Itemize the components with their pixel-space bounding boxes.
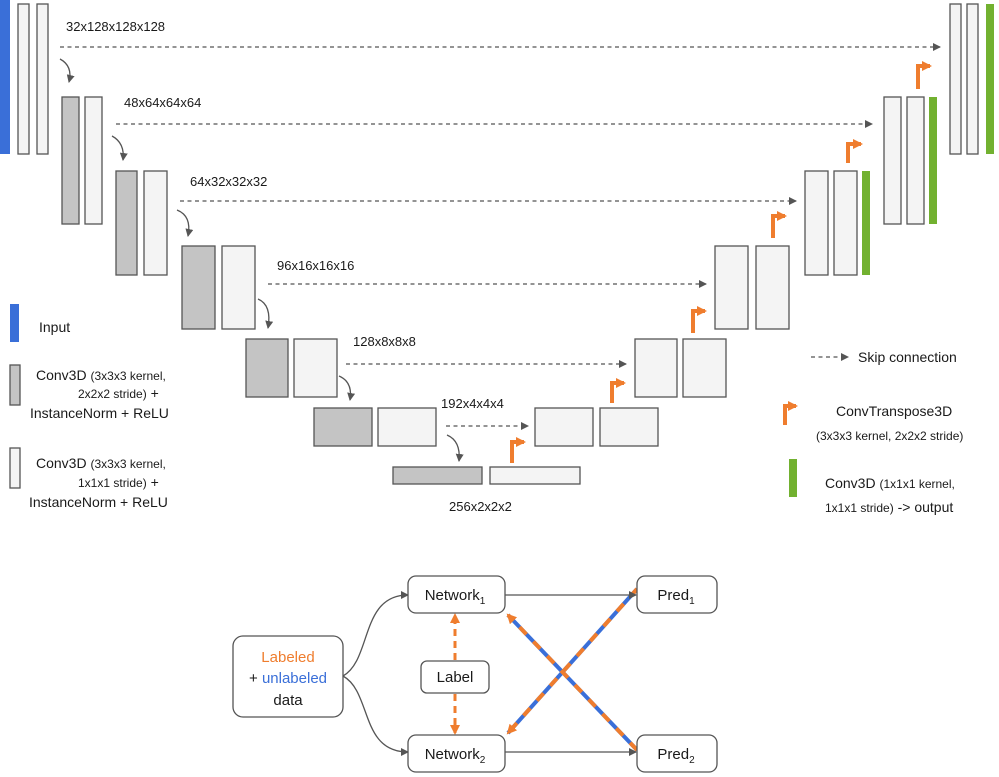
dec1-conv-b <box>966 3 979 155</box>
down-arrow-2 <box>111 135 128 161</box>
label-node-text: Label <box>437 669 474 686</box>
enc4-conv <box>221 245 256 330</box>
legend-input-swatch <box>10 304 19 342</box>
enc3-down <box>115 170 138 276</box>
dec6-conv-b <box>599 407 659 447</box>
dec1-output-conv <box>986 4 994 154</box>
enc1-conv-b <box>36 3 49 155</box>
down-arrow-5 <box>338 375 356 401</box>
legend-conv-output-line2: 1x1x1 stride) -> output <box>825 499 953 515</box>
enc2-conv <box>84 96 103 225</box>
legend-conv-stride2-line2: 2x2x2 stride) + <box>78 385 159 401</box>
legend-convtrans-detail: (3x3x3 kernel, 2x2x2 stride) <box>816 429 963 443</box>
dec4-conv-b <box>755 245 790 330</box>
legend-convtrans-swatch <box>783 401 798 425</box>
enc2-down <box>61 96 80 225</box>
enc6-conv <box>377 407 437 447</box>
data-node-unlabeled: + unlabeled <box>249 670 327 687</box>
down-arrow-1 <box>59 58 75 83</box>
upconv-arrow-2 <box>610 378 626 403</box>
enc4-down <box>181 245 216 330</box>
dec3-output-conv <box>862 171 870 275</box>
shape-label-256: 256x2x2x2 <box>449 499 512 514</box>
shape-label-48: 48x64x64x64 <box>124 95 201 110</box>
legend-convtrans-label: ConvTranspose3D <box>836 403 952 419</box>
shape-label-64: 64x32x32x32 <box>190 174 267 189</box>
bottleneck-down <box>392 466 483 485</box>
legend-conv-output-swatch <box>789 459 797 497</box>
legend-conv-stride2-line1: Conv3D (3x3x3 kernel, <box>36 367 166 383</box>
shape-label-128: 128x8x8x8 <box>353 334 416 349</box>
legend-conv-stride1-line1: Conv3D (3x3x3 kernel, <box>36 455 166 471</box>
data-to-network2-edge <box>342 675 409 756</box>
upconv-arrow-5 <box>846 139 863 163</box>
upconv-arrow-6 <box>916 61 932 89</box>
pred2-label: Pred2 <box>657 746 695 766</box>
data-node-labeled: Labeled <box>261 649 314 666</box>
enc5-down <box>245 338 289 398</box>
down-arrow-4 <box>257 298 274 329</box>
dec5-conv-b <box>682 338 727 398</box>
dec4-conv-a <box>714 245 749 330</box>
legend-conv-output-line1: Conv3D (1x1x1 kernel, <box>825 475 955 491</box>
legend-conv-stride2-swatch <box>9 364 21 406</box>
shape-label-192: 192x4x4x4 <box>441 396 504 411</box>
cross-links <box>506 587 639 752</box>
dec1-conv-a <box>949 3 962 155</box>
pred1-label: Pred1 <box>657 587 695 607</box>
dec6-conv-a <box>534 407 594 447</box>
network2-node <box>407 734 506 773</box>
dec3-conv-a <box>804 170 829 276</box>
dec5-conv-a <box>634 338 678 398</box>
down-arrow-6 <box>446 434 464 462</box>
input-block <box>0 0 10 154</box>
legend-input-label: Input <box>39 319 70 335</box>
shape-label-32: 32x128x128x128 <box>66 19 165 34</box>
network1-node <box>407 575 506 614</box>
enc3-conv <box>143 170 168 276</box>
pred1-node <box>636 575 718 614</box>
enc1-conv-a <box>17 3 30 155</box>
label-node <box>420 660 490 694</box>
upconv-arrow-4 <box>771 211 787 238</box>
dec2-conv-a <box>883 96 902 225</box>
network1-label: Network1 <box>425 587 486 607</box>
legend-conv-stride1-line2: 1x1x1 stride) + <box>78 474 159 490</box>
pred2-node <box>636 734 718 773</box>
enc6-down <box>313 407 373 447</box>
upconv-arrow-1 <box>510 437 526 463</box>
upconv-arrow-3 <box>691 306 707 333</box>
bottleneck-conv <box>489 466 581 485</box>
shape-label-96: 96x16x16x16 <box>277 258 354 273</box>
enc5-conv <box>293 338 338 398</box>
data-node <box>232 635 344 718</box>
legend-conv-stride1-swatch <box>9 447 21 489</box>
legend-skip-label: Skip connection <box>858 349 957 365</box>
network2-label: Network2 <box>425 746 486 766</box>
dec2-conv-b <box>906 96 925 225</box>
down-arrow-3 <box>176 209 194 237</box>
data-node-data: data <box>273 692 303 709</box>
data-to-network1-edge <box>342 591 409 677</box>
dec3-conv-b <box>833 170 858 276</box>
legend-conv-stride1-line3: InstanceNorm + ReLU <box>29 494 168 510</box>
dec2-output-conv <box>929 97 937 224</box>
legend-conv-stride2-line3: InstanceNorm + ReLU <box>30 405 169 421</box>
